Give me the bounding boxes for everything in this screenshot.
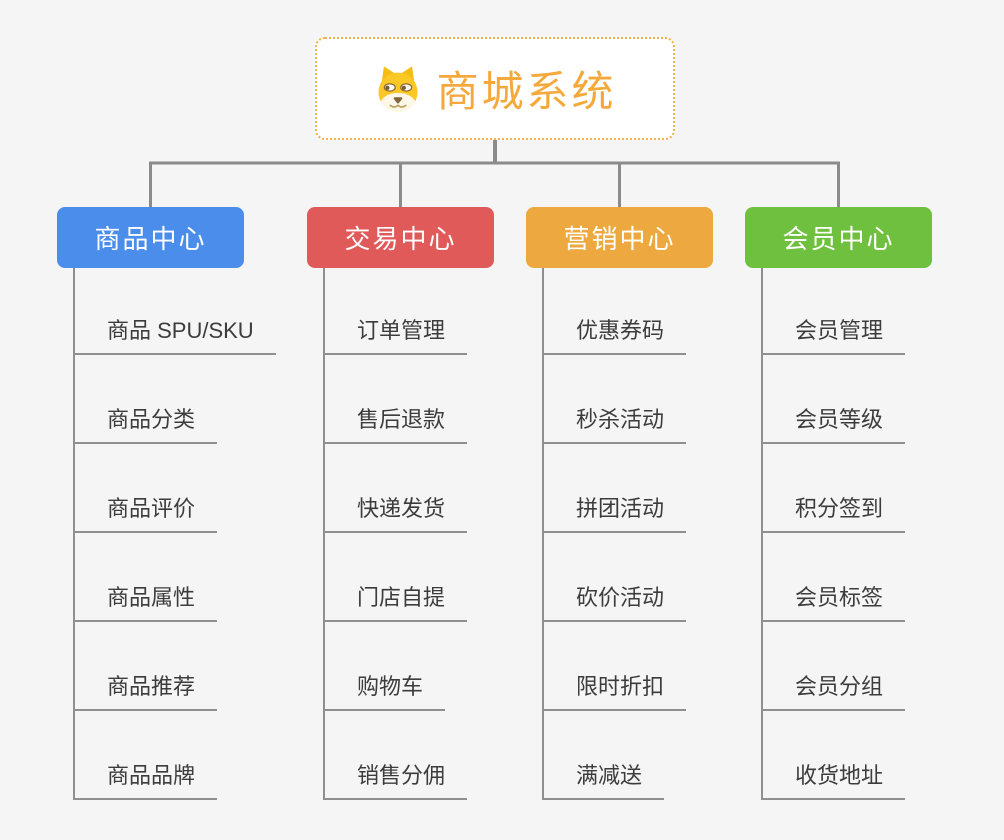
leaf-item[interactable]: 售后退款: [323, 406, 468, 444]
leaf-item[interactable]: 限时折扣: [542, 673, 687, 711]
leaf-item[interactable]: 会员管理: [761, 317, 906, 355]
branch-spine: [323, 268, 325, 800]
branch-node-product-center[interactable]: 商品中心: [57, 207, 244, 268]
branch-node-trade-center[interactable]: 交易中心: [307, 207, 494, 268]
leaf-item[interactable]: 收货地址: [761, 762, 906, 800]
leaf-item[interactable]: 拼团活动: [542, 495, 687, 533]
leaf-item[interactable]: 商品 SPU/SKU: [73, 317, 276, 355]
root-node[interactable]: 商城系统: [315, 37, 675, 140]
leaf-item[interactable]: 门店自提: [323, 584, 468, 622]
branch-spine: [73, 268, 75, 800]
leaf-item[interactable]: 购物车: [323, 673, 446, 711]
leaf-item[interactable]: 满减送: [542, 762, 665, 800]
leaf-item[interactable]: 商品属性: [73, 584, 218, 622]
leaf-item[interactable]: 销售分佣: [323, 762, 468, 800]
root-title: 商城系统: [436, 68, 617, 115]
leaf-item[interactable]: 商品分类: [73, 406, 218, 444]
leaf-item[interactable]: 秒杀活动: [542, 406, 687, 444]
leaf-item[interactable]: 快递发货: [323, 495, 468, 533]
branch-node-marketing-center[interactable]: 营销中心: [526, 207, 713, 268]
leaf-item[interactable]: 商品评价: [73, 495, 218, 533]
branch-node-member-center[interactable]: 会员中心: [745, 207, 932, 268]
branch-spine: [542, 268, 544, 800]
leaf-item[interactable]: 订单管理: [323, 317, 468, 355]
dog-icon: [378, 65, 419, 112]
branch-spine: [761, 268, 763, 800]
leaf-item[interactable]: 会员等级: [761, 406, 906, 444]
leaf-item[interactable]: 优惠券码: [542, 317, 687, 355]
leaf-item[interactable]: 商品推荐: [73, 673, 218, 711]
leaf-item[interactable]: 会员分组: [761, 673, 906, 711]
leaf-item[interactable]: 积分签到: [761, 495, 906, 533]
leaf-item[interactable]: 商品品牌: [73, 762, 218, 800]
leaf-item[interactable]: 会员标签: [761, 584, 906, 622]
leaf-item[interactable]: 砍价活动: [542, 584, 687, 622]
